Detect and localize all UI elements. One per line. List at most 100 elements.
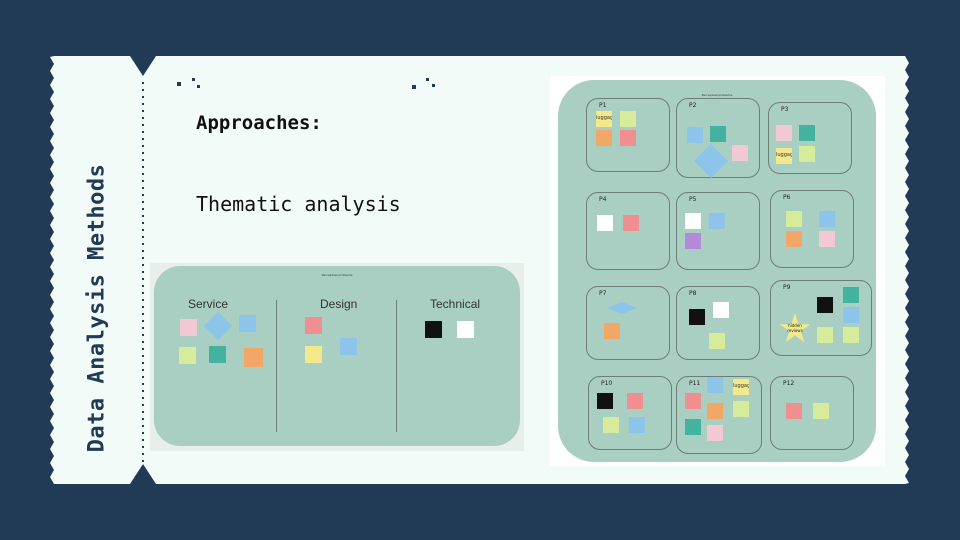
sticky-note (786, 403, 802, 419)
approaches-heading: Approaches: (196, 112, 322, 134)
sticky-note: luggage (733, 379, 749, 395)
sticky-note (685, 233, 701, 249)
sticky-note (209, 346, 226, 363)
sticky-note (713, 302, 729, 318)
sticky-note (627, 393, 643, 409)
affinity-board-large: Perceptual problems P1 luggage P2 P3 lug… (558, 80, 876, 462)
column-technical: Technical (430, 297, 481, 311)
sticky-note: luggage (776, 148, 792, 164)
sticky-note (597, 215, 613, 231)
sticky-note (733, 401, 749, 417)
sticky-note (305, 317, 322, 334)
affinity-board-screenshot-large: Perceptual problems P1 luggage P2 P3 lug… (550, 76, 885, 466)
sticky-note (817, 327, 833, 343)
sticky-note (685, 393, 701, 409)
sticky-note (813, 403, 829, 419)
sticky-note (685, 213, 701, 229)
sticky-note (843, 307, 859, 323)
group-p8: P8 (676, 286, 760, 360)
group-label: P2 (689, 102, 697, 109)
thematic-analysis-label: Thematic analysis (196, 192, 401, 216)
group-p4: P4 (586, 192, 670, 270)
group-label: P6 (783, 194, 791, 201)
sticky-note (596, 130, 612, 146)
column-design: Design (320, 297, 358, 311)
sticky-note (707, 403, 723, 419)
sticky-note (305, 346, 322, 363)
sticky-note (843, 327, 859, 343)
sticky-note (819, 211, 835, 227)
sticky-note (623, 215, 639, 231)
sticky-note (687, 127, 703, 143)
sticky-note (685, 419, 701, 435)
sticky-note (597, 393, 613, 409)
decor-dot (432, 84, 435, 87)
sticky-note (799, 146, 815, 162)
sticky-note (843, 287, 859, 303)
diamond-note (203, 311, 233, 341)
sticky-note (689, 309, 705, 325)
sticky-note (244, 348, 263, 367)
group-label: P11 (689, 380, 701, 387)
column-divider (396, 300, 397, 432)
sticky-note (710, 126, 726, 142)
sticky-note (179, 347, 196, 364)
affinity-board-small: Perceptual problems Service Design Techn… (154, 266, 520, 446)
decor-dot (426, 78, 429, 81)
group-p6: P6 (770, 190, 854, 268)
group-label: P12 (783, 380, 795, 387)
board-title: Perceptual problems (701, 93, 733, 97)
sticky-note (707, 425, 723, 441)
group-label: P7 (599, 290, 607, 297)
sticky-note (707, 377, 723, 393)
sticky-note (819, 231, 835, 247)
group-p9: P9 hidden reviews (770, 280, 872, 356)
group-p3: P3 luggage (768, 102, 852, 174)
affinity-board-screenshot-small: Perceptual problems Service Design Techn… (150, 263, 524, 451)
group-p12: P12 (770, 376, 854, 450)
sticky-note (340, 338, 357, 355)
group-label: P3 (781, 106, 789, 113)
group-label: P5 (689, 196, 697, 203)
group-p2: P2 (676, 98, 760, 178)
sticky-note (786, 231, 802, 247)
sticky-note (425, 321, 442, 338)
sticky-note (709, 333, 725, 349)
sticky-note (776, 125, 792, 141)
group-p7: P7 (586, 286, 670, 360)
decor-dot (177, 82, 181, 86)
sticky-note (603, 417, 619, 433)
star-label: hidden reviews (787, 323, 803, 333)
diamond-note (607, 302, 637, 314)
decor-dot (192, 78, 195, 81)
sticky-note (457, 321, 474, 338)
group-label: P4 (599, 196, 607, 203)
group-p5: P5 (676, 192, 760, 270)
column-service: Service (188, 297, 229, 311)
group-label: P8 (689, 290, 697, 297)
sticky-note (629, 417, 645, 433)
vertical-title: Data Analysis Methods (84, 163, 110, 453)
diamond-note (694, 144, 728, 178)
group-label: P1 (599, 102, 607, 109)
group-label: P9 (783, 284, 791, 291)
group-label: P10 (601, 380, 613, 387)
sticky-note (620, 111, 636, 127)
sticky-note (799, 125, 815, 141)
group-p1: P1 luggage (586, 98, 670, 172)
sticky-note (786, 211, 802, 227)
sticky-note (620, 130, 636, 146)
decor-dot (412, 85, 416, 89)
sticky-note (180, 319, 197, 336)
board-title: Perceptual problems (321, 273, 353, 277)
sticky-note (709, 213, 725, 229)
sticky-note (604, 323, 620, 339)
group-p10: P10 (588, 376, 672, 450)
decor-dot (197, 85, 200, 88)
sticky-note: luggage (596, 111, 612, 127)
sticky-note (732, 145, 748, 161)
sticky-note (239, 315, 256, 332)
sticky-note (817, 297, 833, 313)
column-divider (276, 300, 277, 432)
group-p11: P11 luggage (676, 376, 762, 454)
